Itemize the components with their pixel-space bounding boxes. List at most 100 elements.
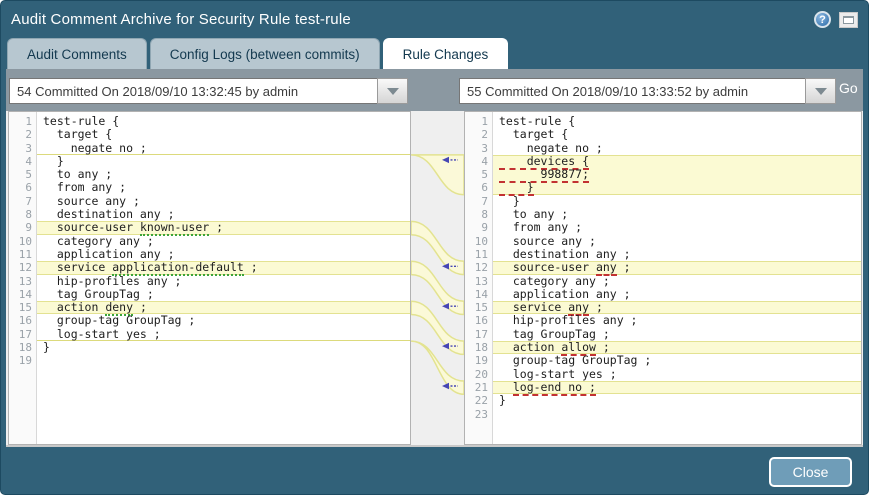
code-line: action allow ; [493,340,861,357]
added-token: 998877; [499,167,590,184]
code-line: service application-default ; [37,260,410,277]
window-restore-icon[interactable] [839,11,858,28]
line-number: 12 [18,261,32,275]
line-number: 14 [18,287,32,301]
code-text: category any ; [499,273,610,288]
code-line: target { [493,128,861,141]
code-text: test-rule { [43,114,120,128]
line-number: 5 [481,168,488,182]
line-number: 9 [25,221,32,235]
code-line: source-user known-user ; [37,220,410,237]
diff-connector-gutter [411,154,464,396]
line-number: 19 [474,354,488,368]
code-line: } [37,154,410,168]
changed-token: deny [105,300,134,317]
code-text: group-tag GroupTag ; [43,313,196,328]
line-number: 6 [481,181,488,195]
line-number: 1 [25,115,32,128]
window-restore-icon-inner [843,15,854,24]
code-text: } [499,193,520,208]
line-number: 12 [474,261,488,275]
line-number: 9 [481,221,488,235]
code-text: to any ; [499,207,569,222]
code-text: log-start yes ; [499,366,617,381]
line-number: 11 [18,247,32,261]
right-commit-select[interactable]: 55 Committed On 2018/09/10 13:33:52 by a… [459,78,836,104]
line-number: 14 [474,287,488,301]
added-token: any [595,260,617,277]
help-icon[interactable]: ? [814,11,831,28]
line-number: 1 [481,115,488,128]
line-number: 8 [25,208,32,222]
added-token: allow [561,340,596,357]
line-number: 20 [474,367,488,381]
changed-token: known-user [139,220,210,237]
line-number: 19 [18,354,32,368]
tab-rule-changes[interactable]: Rule Changes [382,38,509,69]
code-text: target { [499,127,569,142]
code-text: ; [616,260,631,275]
code-line: test-rule { [493,114,861,128]
code-text: hip-profiles any ; [499,313,638,328]
code-line [493,408,861,421]
added-token: log-end no ; [512,379,596,396]
close-button[interactable]: Close [769,457,852,487]
left-commit-value[interactable]: 54 Committed On 2018/09/10 13:32:45 by a… [9,78,377,104]
merge-left-arrow-icon[interactable] [442,342,458,350]
line-number: 2 [481,128,488,142]
left-commit-select[interactable]: 54 Committed On 2018/09/10 13:32:45 by a… [9,78,408,104]
code-text: negate no ; [43,140,147,155]
right-commit-value[interactable]: 55 Committed On 2018/09/10 13:33:52 by a… [459,78,805,104]
left-commit-dropdown-button[interactable] [377,78,408,104]
code-line: destination any ; [493,247,861,261]
left-code-column: test-rule { target { negate no ; } to an… [37,112,410,444]
code-text: test-rule { [499,114,576,128]
right-commit-dropdown-button[interactable] [805,78,836,104]
line-number: 23 [474,407,488,421]
code-line: hip-profiles any ; [37,274,410,288]
merge-left-arrow-icon[interactable] [442,303,458,310]
code-text: destination any ; [43,207,175,222]
line-number: 15 [474,301,488,315]
line-number: 13 [474,274,488,288]
chevron-down-icon [386,87,399,95]
line-number: 18 [474,341,488,355]
code-text: application any ; [43,246,175,261]
code-line: group-tag GroupTag ; [37,314,410,327]
code-line: } [493,180,861,197]
line-number: 3 [481,141,488,155]
merge-left-arrow-icon[interactable] [442,156,458,164]
line-number: 10 [18,234,32,248]
chevron-down-icon [814,87,827,95]
diff-connector-band [411,220,464,276]
code-line: destination any ; [37,207,410,222]
line-number: 13 [18,274,32,288]
added-token: any [568,300,590,317]
line-number: 8 [481,208,488,222]
line-number: 4 [25,154,32,168]
diff-connector-band [411,260,464,316]
merge-left-arrow-icon[interactable] [442,263,458,270]
code-line: 998877; [493,167,861,184]
code-text: ; [243,260,258,275]
go-button[interactable]: Go [839,80,858,96]
line-number: 15 [18,301,32,315]
tab-config-logs-between-commits[interactable]: Config Logs (between commits) [149,38,380,69]
code-text: source-user [499,260,596,275]
code-line: from any ; [37,181,410,194]
line-number: 7 [25,194,32,208]
line-number: 22 [474,394,488,408]
line-number: 16 [18,314,32,328]
changed-token: application-default [112,260,244,277]
line-number: 21 [474,380,488,394]
code-line: test-rule { [37,114,410,128]
merge-left-arrow-icon[interactable] [442,382,458,390]
code-line: action deny ; [37,300,410,317]
code-text: } [499,393,506,408]
code-text: source any ; [43,193,140,208]
code-text [499,380,513,394]
code-line: service any ; [493,300,861,317]
tab-audit-comments[interactable]: Audit Comments [7,38,147,69]
